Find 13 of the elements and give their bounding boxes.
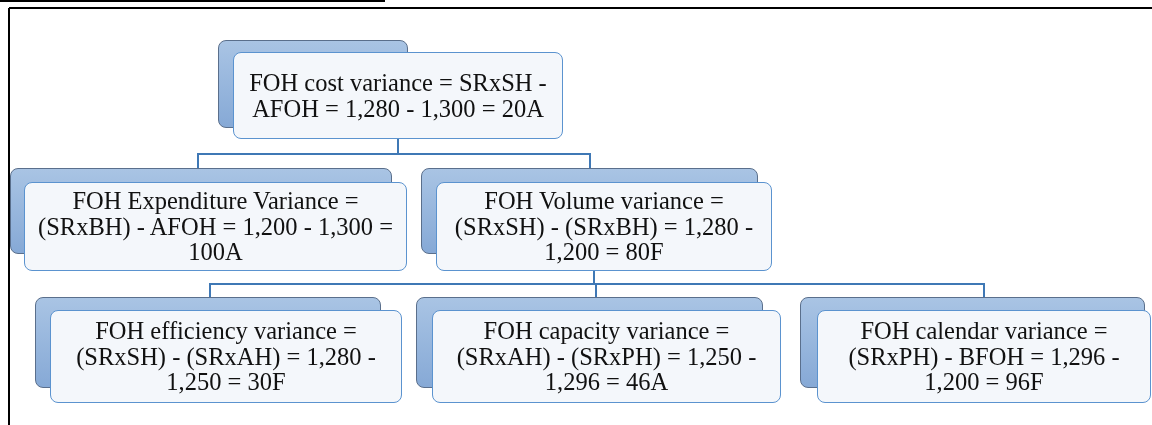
variance-box xyxy=(421,168,772,271)
variance-formula: FOH Expenditure Variance = (SRxBH) - AFOH = 1,200 - 1,300 = 100A xyxy=(37,187,394,266)
variance-box xyxy=(35,297,402,403)
variance-formula: FOH Volume variance = (SRxSH) - (SRxBH) = 1,280 - 1,200 = 80F xyxy=(453,187,755,266)
variance-formula: FOH efficiency variance = (SRxSH) - (SRxAH) = 1,280 - 1,250 = 30F xyxy=(75,317,377,396)
connector-line xyxy=(397,138,591,169)
variance-formula: FOH capacity variance = (SRxAH) - (SRxPH) = 1,250 - 1,296 = 46A xyxy=(455,317,758,396)
variance-box xyxy=(10,168,407,271)
variance-formula: FOH calendar variance = (SRxPH) - BFOH = 1,296 - 1,200 = 96F xyxy=(847,317,1121,396)
variance-box xyxy=(800,297,1151,403)
variance-formula: FOH cost variance = SRxSH - AFOH = 1,280 - 1,300 = 20A xyxy=(248,69,548,122)
variance-box xyxy=(218,40,563,139)
variance-box xyxy=(416,297,781,403)
